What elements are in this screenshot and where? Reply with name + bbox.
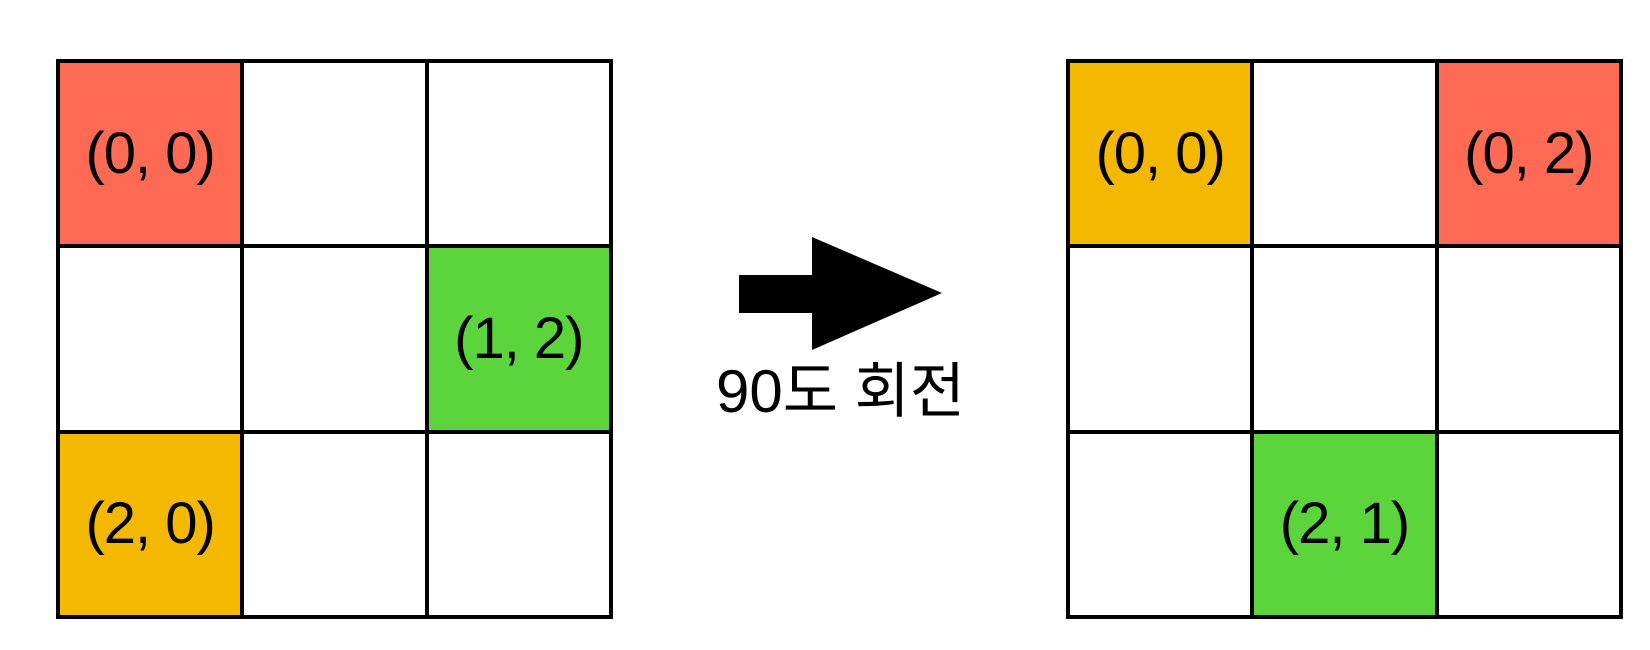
grid-cell-r2-c2 — [428, 433, 609, 615]
grid-cell-r1-c1 — [1254, 248, 1435, 430]
grid-cell-r2-c1 — [244, 433, 425, 615]
grid-cell-r1-c2 — [1438, 248, 1619, 430]
cell-coordinate-label: (0, 2) — [1464, 120, 1594, 186]
cell-coordinate-label: (1, 2) — [454, 305, 584, 371]
grid-cell-r1-c0 — [1070, 248, 1251, 430]
grid-cell-r0-c2 — [428, 63, 609, 245]
grid-cell-r0-c2: (0, 2) — [1438, 63, 1619, 245]
grid-before-rotation: (0, 0) (1, 2) (2, 0) — [56, 59, 613, 619]
grid-cell-r0-c1 — [244, 63, 425, 245]
grid-cell-r1-c2: (1, 2) — [428, 248, 609, 430]
right-arrow-icon — [739, 237, 942, 350]
grid-cell-r2-c0 — [1070, 433, 1251, 615]
grid-after-rotation: (0, 0) (0, 2) (2, 1) — [1066, 59, 1623, 619]
grid-cell-r2-c1: (2, 1) — [1254, 433, 1435, 615]
grid-cell-r0-c1 — [1254, 63, 1435, 245]
cell-coordinate-label: (2, 1) — [1279, 491, 1410, 557]
grid-cell-r1-c1 — [244, 248, 425, 430]
cell-coordinate-label: (2, 0) — [85, 491, 215, 557]
grid-cell-r0-c0: (0, 0) — [1070, 63, 1251, 245]
grid-cell-r0-c0: (0, 0) — [60, 63, 241, 245]
grid-cell-r2-c0: (2, 0) — [60, 433, 241, 615]
grid-cell-r2-c2 — [1438, 433, 1619, 615]
cell-coordinate-label: (0, 0) — [1095, 120, 1225, 186]
grid-cell-r1-c0 — [60, 248, 241, 430]
cell-coordinate-label: (0, 0) — [85, 120, 215, 186]
rotation-caption: 90도 회전 — [715, 358, 965, 425]
